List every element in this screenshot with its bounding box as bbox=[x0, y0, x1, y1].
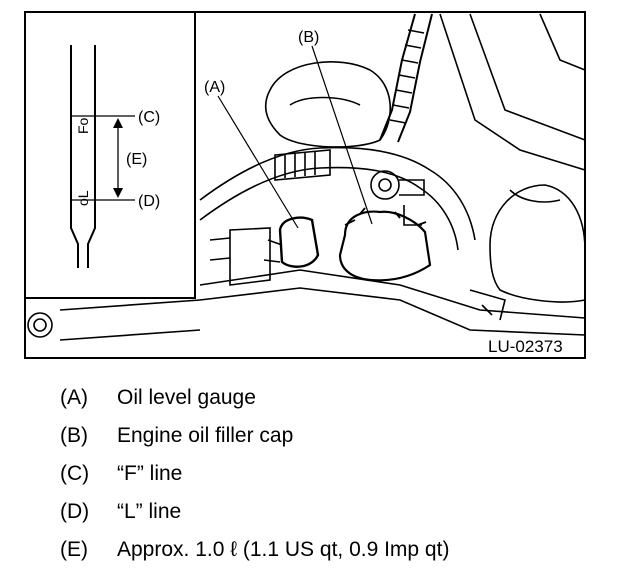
legend-text: Oil level gauge bbox=[117, 386, 256, 409]
callout-b: (B) bbox=[298, 29, 319, 46]
low-mark-label: oL bbox=[75, 190, 91, 206]
legend-key: (D) bbox=[60, 500, 90, 523]
engine-illustration bbox=[27, 13, 586, 341]
legend-key: (B) bbox=[60, 424, 88, 447]
leader-lines bbox=[217, 45, 373, 229]
legend-item: (C) “F” line bbox=[0, 462, 624, 492]
callout-d: (D) bbox=[138, 193, 160, 210]
legend-key: (E) bbox=[60, 538, 88, 561]
legend-item: (B) Engine oil filler cap bbox=[0, 424, 624, 454]
legend-item: (A) Oil level gauge bbox=[0, 386, 624, 416]
inset-frame bbox=[24, 11, 196, 299]
figure-id-label: LU-02373 bbox=[488, 337, 563, 356]
dipstick-inset: Fo oL (C) (D) (E) bbox=[24, 11, 196, 299]
legend-key: (C) bbox=[60, 462, 90, 485]
engine-oil-diagram: Fo oL (C) (D) (E) (A) (B) LU-02373 bbox=[24, 11, 586, 359]
legend-item: (D) “L” line bbox=[0, 500, 624, 530]
dipstick bbox=[70, 45, 96, 268]
legend-text: “F” line bbox=[117, 462, 183, 485]
legend-text: Approx. 1.0 ℓ (1.1 US qt, 0.9 Imp qt) bbox=[117, 538, 450, 561]
legend-item: (E) Approx. 1.0 ℓ (1.1 US qt, 0.9 Imp qt… bbox=[0, 538, 624, 568]
callout-a: (A) bbox=[204, 79, 225, 96]
callout-e: (E) bbox=[126, 151, 147, 168]
legend-text: “L” line bbox=[117, 500, 182, 523]
full-mark-label: Fo bbox=[75, 117, 91, 134]
callout-c: (C) bbox=[138, 109, 160, 126]
legend-key: (A) bbox=[60, 386, 88, 409]
legend-text: Engine oil filler cap bbox=[117, 424, 294, 447]
